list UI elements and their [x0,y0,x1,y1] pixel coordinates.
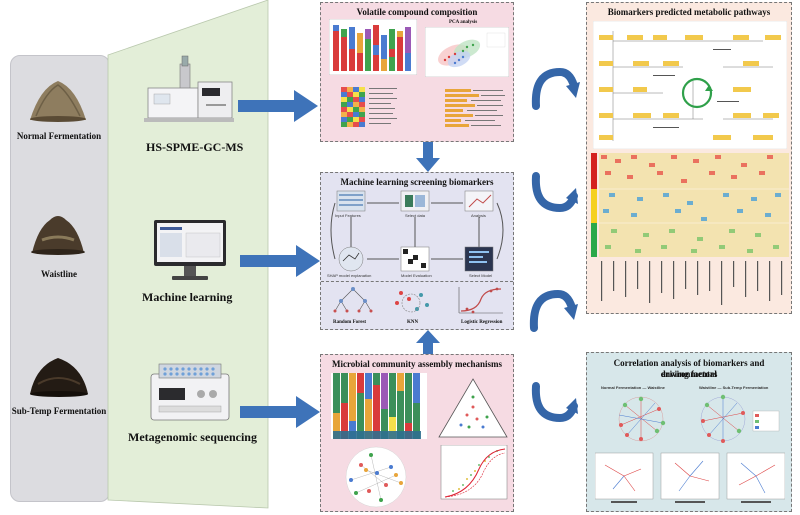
ml-step-input: Input Features [335,213,361,218]
microbial-box-title: Microbial community assembly mechanisms [331,359,503,369]
ml-model-lr: Logistic Regression [461,320,503,325]
volatile-compound-box: Volatile compound composition PCA analys… [320,2,514,142]
network-graph [345,446,407,508]
curved-arrow-1 [531,67,580,110]
ml-box-title: Machine learning screening biomarkers [340,177,494,187]
neutral-model-plot [440,445,508,500]
arrow-ml-to-box [240,245,320,277]
method-label-ml: Machine learning [142,290,233,304]
curved-arrow-2 [531,172,578,213]
waistline-image [31,216,85,255]
pathway-map [593,21,787,149]
correlation-box-title-2: driving factors [660,369,718,379]
ml-model-rf: Random Forest [333,320,367,325]
ml-model-knn: KNN [407,320,419,325]
ml-model-panels [333,287,503,314]
correlation-analysis-box: Correlation analysis of biomarkers and e… [586,352,792,512]
arrow-gcms-to-volatile [238,90,318,122]
sample-label-normal: Normal Fermentation [16,131,102,141]
microbial-stacked-bars [331,373,427,439]
sub-temp-fermentation-image [30,358,88,397]
metabolic-pathways-box: Biomarkers predicted metabolic pathways [586,2,792,314]
correlation-sub-left: Normal Fermentation — Waistline [601,385,665,390]
pca-scatter [425,27,509,77]
ml-step-analysis: Analysis [471,213,486,218]
ml-step-eval: Model Evaluation [401,273,432,278]
biomarker-heatmap [591,153,789,257]
method-label-gcms: HS-SPME-GC-MS [146,140,244,154]
ml-workflow-diagram [330,190,504,272]
sample-label-waistline: Waistline [40,269,77,279]
correlation-sub-right: Waistline — Sub-Temp Fermentation [699,385,769,390]
sample-panel [10,55,110,502]
pca-title: PCA analysis [449,20,478,25]
heatmap-column-labels [601,261,783,305]
pathways-box-title: Biomarkers predicted metabolic pathways [607,7,771,17]
curved-arrow-4 [531,382,578,423]
arrow-metagenomic-to-microbial [240,396,320,428]
sequencer-instrument-icon [150,363,230,421]
microbial-assembly-box: Microbial community assembly mechanisms [320,354,514,512]
volatile-stacked-bars [329,19,417,75]
volatile-box-title: Volatile compound composition [356,7,478,17]
gc-ms-instrument-icon [144,55,234,122]
ml-divider [321,281,513,282]
correlation-box-title-1: Correlation analysis of biomarkers and e… [613,358,765,379]
correlation-networks [618,394,780,443]
normal-fermentation-image [30,81,86,122]
curved-arrow-3 [529,289,578,332]
ml-step-model: Select Model [469,273,493,278]
ml-step-select: Select data [405,213,426,218]
sample-label-subtemp: Sub-Temp Fermentation [11,406,107,416]
arrow-volatile-down [416,142,440,172]
method-label-metagenomic: Metagenomic sequencing [128,430,257,444]
ml-biomarkers-box: Machine learning screening biomarkers In… [320,172,514,330]
volatile-heatmap [341,87,397,127]
ml-step-shap: SHAP model explanation [327,273,372,278]
computer-monitor-icon [154,220,226,280]
volatile-bar-panel [445,89,505,127]
ternary-plot [438,378,508,438]
rda-panels [595,452,785,503]
arrow-microbial-up [416,330,440,356]
